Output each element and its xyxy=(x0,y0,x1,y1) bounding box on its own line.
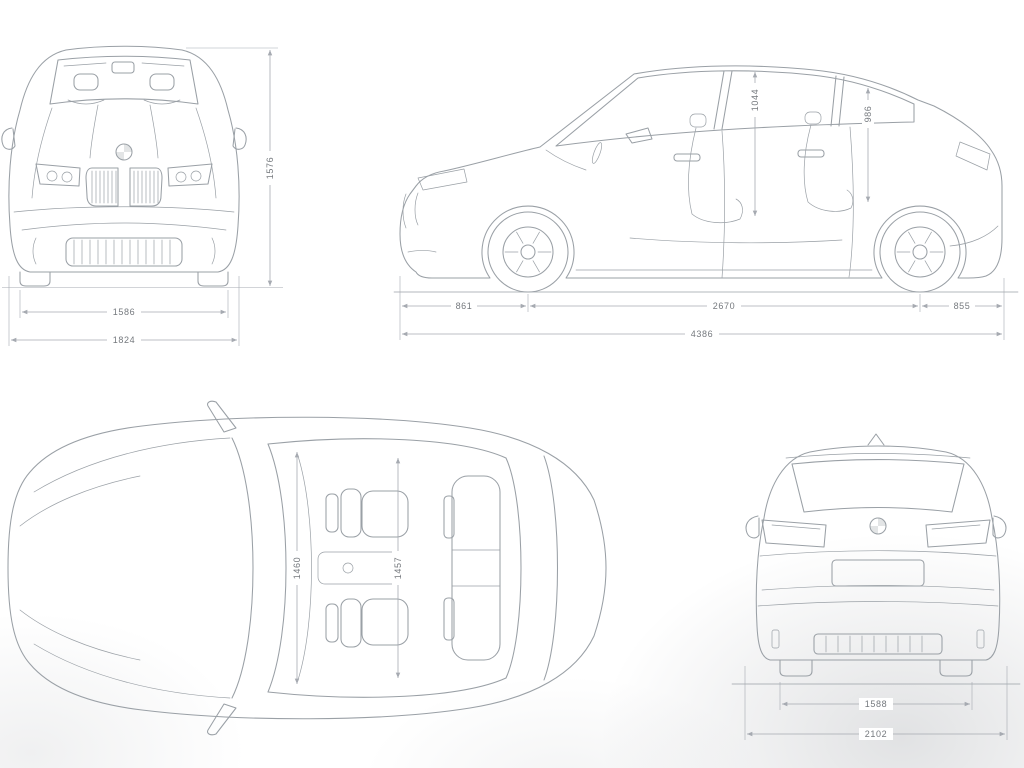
right-headrest xyxy=(149,73,175,91)
front-track-label: 1586 xyxy=(113,307,135,317)
rear-door-handle xyxy=(797,149,825,158)
rear-fascia xyxy=(949,141,999,247)
top-body-outline xyxy=(7,416,607,720)
taillights xyxy=(761,519,991,548)
roundel-quarters xyxy=(116,144,132,160)
rear-window xyxy=(791,458,965,513)
sun-visors xyxy=(63,62,185,67)
rear-track-dimension: 1588 xyxy=(779,682,973,710)
rear-overhang-label: 855 xyxy=(954,301,971,311)
overall-length-label: 4386 xyxy=(691,329,713,339)
kidney-grille xyxy=(85,167,163,207)
rear-headroom-label: 986 xyxy=(863,106,873,123)
top-view: 1460 1457 xyxy=(7,400,607,736)
taillight-lines xyxy=(771,524,981,530)
front-height-dimension: 1576 xyxy=(2,47,283,288)
front-headroom-label: 1044 xyxy=(750,89,760,111)
license-plate-recess xyxy=(831,559,925,587)
roundel-quarters xyxy=(870,518,886,534)
side-mirrors xyxy=(1,127,247,150)
bmw-roundel-icon xyxy=(869,517,887,535)
grille-slats xyxy=(91,170,159,204)
rear-overall-width-dimension: 2102 xyxy=(744,666,1008,740)
rear-wheel xyxy=(879,211,961,293)
length-dimensions: 861 2670 855 4386 xyxy=(399,276,1005,340)
center-console xyxy=(317,551,403,585)
rear-window-arcs xyxy=(505,455,559,681)
hood-creases xyxy=(31,104,217,199)
front-headroom-dimension: 1044 xyxy=(749,72,761,216)
right-reflector xyxy=(976,629,985,649)
headlights xyxy=(35,163,213,187)
side-view: 1044 986 861 2670 855 4386 xyxy=(393,65,1019,340)
front-interior-width-dimension: 1460 xyxy=(291,452,303,684)
rear-wheels xyxy=(779,659,973,677)
rear-interior-width-dimension: 1457 xyxy=(392,458,404,678)
front-wheel xyxy=(487,211,569,293)
rear-width-mirrors-label: 2102 xyxy=(865,729,887,739)
front-body-outline xyxy=(8,45,240,273)
wheelbase-label: 2670 xyxy=(713,301,735,311)
seats-top xyxy=(325,475,501,661)
bumper-crease xyxy=(757,601,999,607)
windshield-arcs xyxy=(231,437,287,699)
wing-mirrors xyxy=(745,515,1007,539)
tailgate-creases xyxy=(759,550,997,591)
rear-body-outline xyxy=(755,445,1001,661)
front-height-label: 1576 xyxy=(265,157,275,179)
intake-slats xyxy=(73,239,171,265)
side-vents xyxy=(32,237,216,265)
left-reflector xyxy=(771,629,780,649)
lower-intake xyxy=(65,237,183,267)
wing-mirrors xyxy=(207,400,237,736)
front-interior-width-label: 1460 xyxy=(292,557,302,579)
headlight-ring xyxy=(175,171,187,183)
rearview-mirror xyxy=(111,61,135,74)
side-body-outline xyxy=(399,65,1003,279)
rear-track-label: 1588 xyxy=(865,699,887,709)
wing-mirror xyxy=(625,127,653,144)
rear-interior-width-label: 1457 xyxy=(393,557,403,579)
glasshouse xyxy=(555,70,915,147)
hood-contours xyxy=(19,437,231,699)
rear-car-drawing xyxy=(731,433,1021,685)
left-headrest xyxy=(73,73,99,91)
side-car-drawing xyxy=(393,65,1019,293)
headlight-ring xyxy=(190,170,202,182)
front-car-drawing xyxy=(1,45,247,287)
headlight-ring xyxy=(46,170,58,182)
front-width-label: 1824 xyxy=(113,335,135,345)
diffuser xyxy=(813,633,943,655)
dash-arc xyxy=(297,455,312,681)
diffuser-slats xyxy=(825,635,923,653)
shifter xyxy=(342,562,354,574)
bmw-roundel-icon xyxy=(115,143,133,161)
front-wheels xyxy=(19,271,229,287)
front-overhang-label: 861 xyxy=(456,301,473,311)
front-overall-width-dimension: 1824 xyxy=(8,276,240,346)
rear-view: 1588 2102 xyxy=(731,433,1021,740)
top-car-drawing xyxy=(7,400,607,736)
bumper-creases xyxy=(13,206,235,231)
roof-sides xyxy=(267,438,507,698)
rear-headroom-dimension: 986 xyxy=(862,88,874,202)
front-door-handle xyxy=(673,153,701,162)
seat-shoulders xyxy=(67,99,181,105)
windshield xyxy=(49,55,199,105)
front-fascia xyxy=(402,168,468,253)
front-view: 1576 1586 1824 xyxy=(1,45,283,346)
interior-sketch xyxy=(545,111,854,244)
front-track-dimension: 1586 xyxy=(19,290,229,318)
spoiler-line xyxy=(785,453,971,459)
antenna-fin xyxy=(867,433,885,446)
door-lines xyxy=(721,126,854,279)
headlight-ring xyxy=(61,171,73,183)
